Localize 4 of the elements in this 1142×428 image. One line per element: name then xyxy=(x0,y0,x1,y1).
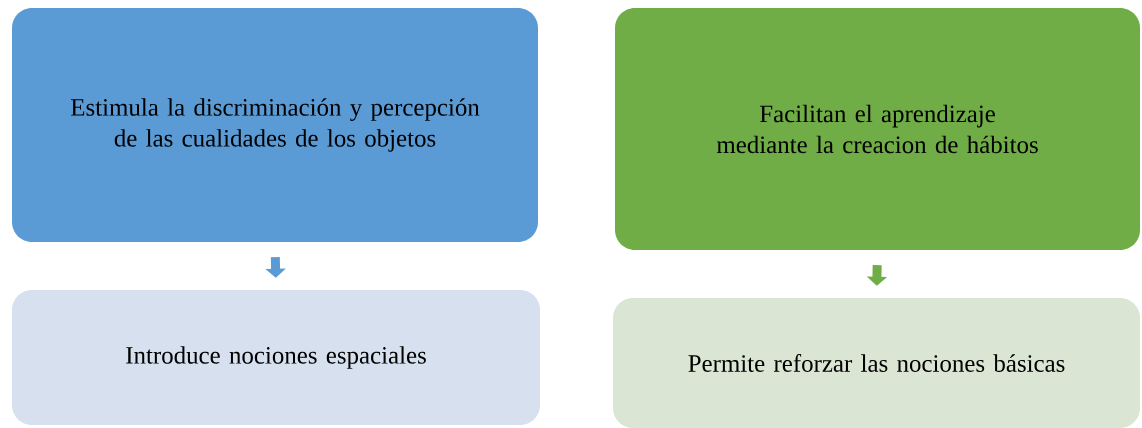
process-box: Estimula la discriminación y percepción de las cualidades de los objetos xyxy=(12,8,538,242)
process-box: Facilitan el aprendizaje mediante la creacion de hábitos xyxy=(615,8,1140,250)
process-box: Introduce nociones espaciales xyxy=(12,290,540,425)
process-box: Permite reforzar las nociones básicas xyxy=(613,298,1140,428)
